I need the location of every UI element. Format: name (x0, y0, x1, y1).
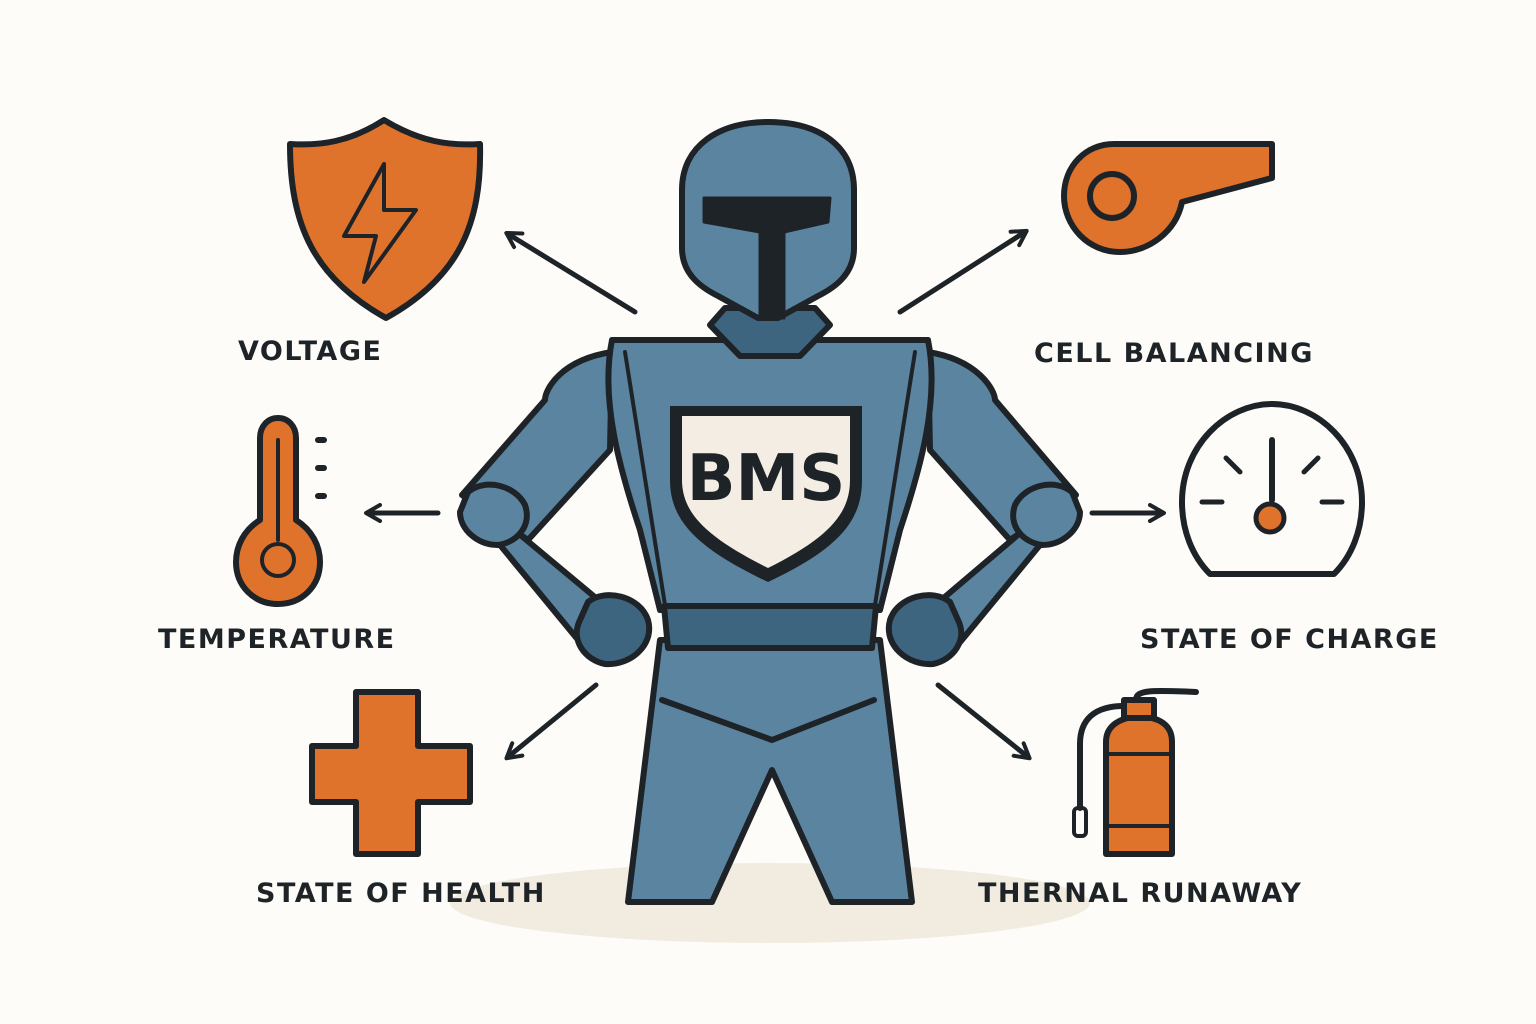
voltage-label: VOLTAGE (238, 336, 382, 367)
feature-voltage: VOLTAGE (238, 117, 484, 367)
feature-thermal-runaway: THERNAL RUNAWAY (978, 687, 1302, 909)
cell-balancing-label: CELL BALANCING (1034, 338, 1314, 369)
gauge-icon (1179, 401, 1365, 577)
arrow-to-cell-balancing (897, 228, 1029, 315)
bms-badge: BMS (670, 406, 862, 582)
arrow-to-voltage (504, 230, 638, 315)
thermal-runaway-label: THERNAL RUNAWAY (978, 878, 1302, 909)
arrow-to-state-of-health (504, 682, 599, 761)
robot-belt (661, 603, 879, 651)
bms-label: BMS (687, 442, 846, 516)
feature-temperature: TEMPERATURE (158, 415, 396, 655)
robot-neck (707, 305, 833, 359)
robot-left-elbow (457, 481, 530, 548)
health-cross-icon (309, 689, 473, 857)
feature-cell-balancing: CELL BALANCING (1034, 141, 1314, 369)
robot-right-elbow (1010, 481, 1083, 548)
robot-legs (625, 637, 915, 905)
feature-state-of-charge: STATE OF CHARGE (1140, 401, 1439, 655)
state-of-charge-label: STATE OF CHARGE (1140, 624, 1439, 655)
robot-right-fist (885, 592, 965, 668)
temperature-label: TEMPERATURE (158, 624, 396, 655)
shield-lightning-icon (287, 117, 484, 321)
arrows (364, 228, 1166, 761)
robot-crotch (659, 697, 877, 743)
fire-extinguisher-icon (1072, 687, 1199, 857)
arrow-to-thermal-runaway (935, 682, 1032, 761)
whistle-icon (1061, 141, 1275, 255)
thermometer-icon (233, 415, 327, 607)
robot-left-fist (573, 592, 653, 668)
feature-state-of-health: STATE OF HEALTH (256, 689, 546, 909)
ground-shadow (450, 863, 1090, 943)
robot-visor (702, 196, 832, 320)
state-of-health-label: STATE OF HEALTH (256, 878, 546, 909)
